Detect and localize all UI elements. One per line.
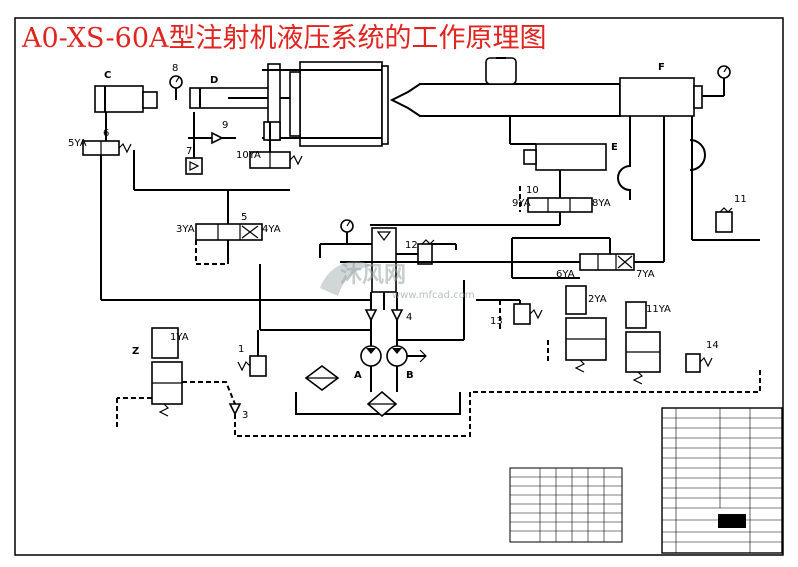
label-10: 10 bbox=[526, 185, 539, 196]
label-6: 6 bbox=[103, 128, 109, 139]
diagram-title: A0-XS-60A型注射机液压系统的工作原理图 bbox=[21, 23, 547, 54]
valve-6 bbox=[82, 112, 132, 300]
label-f: F bbox=[658, 62, 665, 73]
pressure-gauge-f bbox=[717, 65, 731, 96]
title-block bbox=[661, 407, 783, 554]
label-4ya: 4YA bbox=[262, 224, 281, 235]
label-9ya: 9YA bbox=[512, 198, 531, 209]
cylinder-c bbox=[94, 85, 158, 113]
valve-10 bbox=[370, 170, 593, 226]
label-11ya: 11YA bbox=[646, 304, 671, 315]
label-13: 13 bbox=[490, 316, 503, 327]
label-2ya: 2YA bbox=[588, 294, 607, 305]
label-c: C bbox=[104, 70, 111, 81]
pump-b bbox=[386, 345, 427, 367]
component-table bbox=[509, 467, 623, 543]
valve-5 bbox=[133, 150, 290, 264]
pressure-gauge-8 bbox=[169, 75, 183, 100]
mould-clamp bbox=[262, 61, 389, 147]
label-12: 12 bbox=[405, 240, 418, 251]
label-3: 3 bbox=[242, 410, 248, 421]
drawing-border bbox=[14, 17, 784, 556]
valve-6ya-7ya bbox=[511, 116, 665, 279]
main-valve-block bbox=[371, 227, 397, 310]
cylinder-e bbox=[509, 116, 607, 171]
relief-valve-13 bbox=[513, 300, 543, 325]
label-z: Z bbox=[132, 346, 139, 357]
watermark: 沐风网 www.mfcad.com bbox=[320, 261, 475, 301]
label-b: B bbox=[406, 370, 414, 381]
pressure-gauge-main bbox=[319, 219, 372, 258]
valve-11ya bbox=[625, 301, 661, 385]
injection-barrel-f bbox=[389, 57, 724, 117]
label-11: 11 bbox=[734, 194, 747, 205]
pump-a bbox=[360, 345, 382, 367]
watermark-text: 沐风网 bbox=[340, 263, 406, 288]
label-7: 7 bbox=[186, 146, 192, 157]
watermark-url: www.mfcad.com bbox=[392, 290, 475, 301]
label-5: 5 bbox=[241, 212, 247, 223]
label-8: 8 bbox=[172, 63, 178, 74]
pressure-lines bbox=[101, 261, 580, 341]
check-valve-9 bbox=[188, 131, 236, 145]
oil-tank bbox=[295, 365, 461, 418]
check-valves-pumps bbox=[364, 292, 404, 346]
valve-11 bbox=[691, 116, 760, 241]
label-10ya: 10YA bbox=[236, 150, 261, 161]
label-7ya: 7YA bbox=[636, 269, 655, 280]
label-1: 1 bbox=[238, 344, 244, 355]
hose-loop bbox=[617, 116, 706, 200]
label-4: 4 bbox=[406, 312, 412, 323]
label-5ya: 5YA bbox=[68, 138, 87, 149]
valve-z bbox=[151, 327, 183, 417]
label-d: D bbox=[210, 75, 218, 86]
relief-valve-1 bbox=[237, 330, 267, 377]
relief-valve-12 bbox=[396, 239, 457, 265]
label-14: 14 bbox=[706, 340, 719, 351]
label-9: 9 bbox=[222, 120, 228, 131]
relief-valve-14 bbox=[685, 353, 713, 373]
valve-2ya bbox=[565, 285, 607, 373]
label-3ya: 3YA bbox=[176, 224, 195, 235]
label-e: E bbox=[611, 142, 618, 153]
check-valve-3 bbox=[228, 403, 242, 416]
cylinder-d bbox=[189, 87, 300, 109]
label-8ya: 8YA bbox=[592, 198, 611, 209]
valve-7 bbox=[185, 112, 203, 175]
label-1ya: 1YA bbox=[170, 332, 189, 343]
valve-10ya bbox=[249, 122, 303, 169]
label-a: A bbox=[354, 370, 362, 381]
label-6ya: 6YA bbox=[556, 269, 575, 280]
drain-lines bbox=[116, 186, 761, 437]
